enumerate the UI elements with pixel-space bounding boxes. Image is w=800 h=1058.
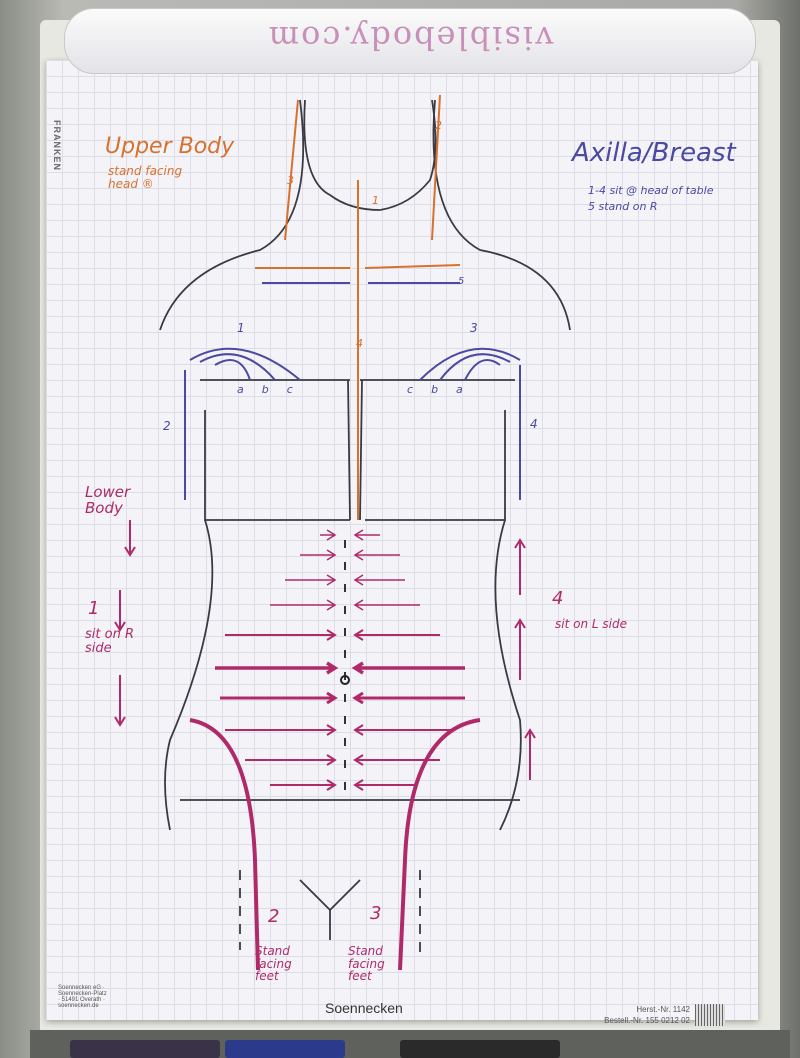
arrow <box>353 779 415 791</box>
upper-step-3: 3 <box>287 174 294 187</box>
lower-body-arrows <box>114 520 536 791</box>
paper-roll: visiblebody.com <box>64 8 756 74</box>
axilla-step-2: 2 <box>163 419 171 433</box>
arrow <box>220 691 338 705</box>
arrow <box>114 590 126 632</box>
arrow <box>353 529 380 541</box>
lower-step-1-text: sit on R side <box>85 627 134 656</box>
arrow <box>352 691 465 705</box>
lower-step-3-num: 3 <box>370 903 382 924</box>
arrow <box>215 661 339 675</box>
lower-body-title: Lower Body <box>85 483 131 517</box>
footer-bestell: Bestell.-Nr. 155 0212 02 <box>604 1016 690 1025</box>
lower-step-2-num: 2 <box>268 906 280 927</box>
arrow <box>225 629 337 641</box>
body-outline <box>159 99 571 960</box>
arrow <box>300 549 337 561</box>
axilla-note-2: 5 stand on R <box>588 200 658 213</box>
arrow <box>245 754 337 766</box>
letter: a <box>456 383 481 396</box>
letters-right: cba <box>407 384 481 396</box>
lower-step-4-num: 4 <box>552 588 564 609</box>
footer-address: Soennecken eG · Soennecken-Platz · 51491… <box>58 985 107 1009</box>
arrow <box>353 574 405 586</box>
letter: c <box>407 383 432 396</box>
arrow <box>524 728 536 780</box>
arrow <box>353 629 440 641</box>
marker-blue[interactable] <box>225 1040 345 1058</box>
flipchart-paper <box>46 60 758 1020</box>
arrow <box>514 618 526 680</box>
upper-step-2: 2 <box>435 119 442 132</box>
arrow <box>225 724 337 736</box>
upper-body-note: stand facing head ® <box>108 164 183 191</box>
letter: a <box>237 383 262 396</box>
axilla-title: Axilla/Breast <box>572 138 736 168</box>
upper-step-4: 4 <box>356 337 363 350</box>
letter: b <box>431 383 457 396</box>
axilla-step-5: 5 <box>458 276 465 287</box>
arrow <box>114 675 126 727</box>
letter: b <box>261 383 287 396</box>
marker-purple[interactable] <box>70 1040 220 1058</box>
axilla-strokes <box>184 282 521 500</box>
arrow <box>351 661 465 675</box>
letters-left: abc <box>237 384 311 396</box>
arrow <box>320 529 337 541</box>
axilla-step-3: 3 <box>470 321 478 335</box>
upper-step-1: 1 <box>372 194 379 207</box>
upper-body-strokes <box>255 94 461 520</box>
arrow <box>353 724 455 736</box>
lower-step-3-text: Stand facing feet <box>348 944 385 984</box>
arrow <box>353 549 400 561</box>
lower-step-1-num: 1 <box>88 598 100 619</box>
axilla-step-4: 4 <box>530 417 538 431</box>
arrow <box>270 599 337 611</box>
barcode <box>695 1004 725 1026</box>
arrow <box>514 538 526 595</box>
arrow <box>270 779 337 791</box>
footer-brand: Soennecken <box>325 1000 403 1016</box>
axilla-step-1: 1 <box>237 321 245 335</box>
lower-step-2-text: Stand facing feet <box>255 944 292 984</box>
navel-mark <box>340 675 350 685</box>
footer-herst: Herst.-Nr. 1142 <box>636 1005 690 1014</box>
axilla-note-1: 1-4 sit @ head of table <box>588 184 714 197</box>
letter: c <box>286 383 311 396</box>
marker-black[interactable] <box>400 1040 560 1058</box>
arrow <box>124 520 136 557</box>
upper-body-title: Upper Body <box>105 134 235 159</box>
leg-drain-strokes <box>189 718 481 971</box>
arrow <box>353 599 420 611</box>
lower-step-4-text: sit on L side <box>555 617 627 631</box>
arrow <box>285 574 337 586</box>
brand-side-label: FRANKEN <box>52 120 62 171</box>
